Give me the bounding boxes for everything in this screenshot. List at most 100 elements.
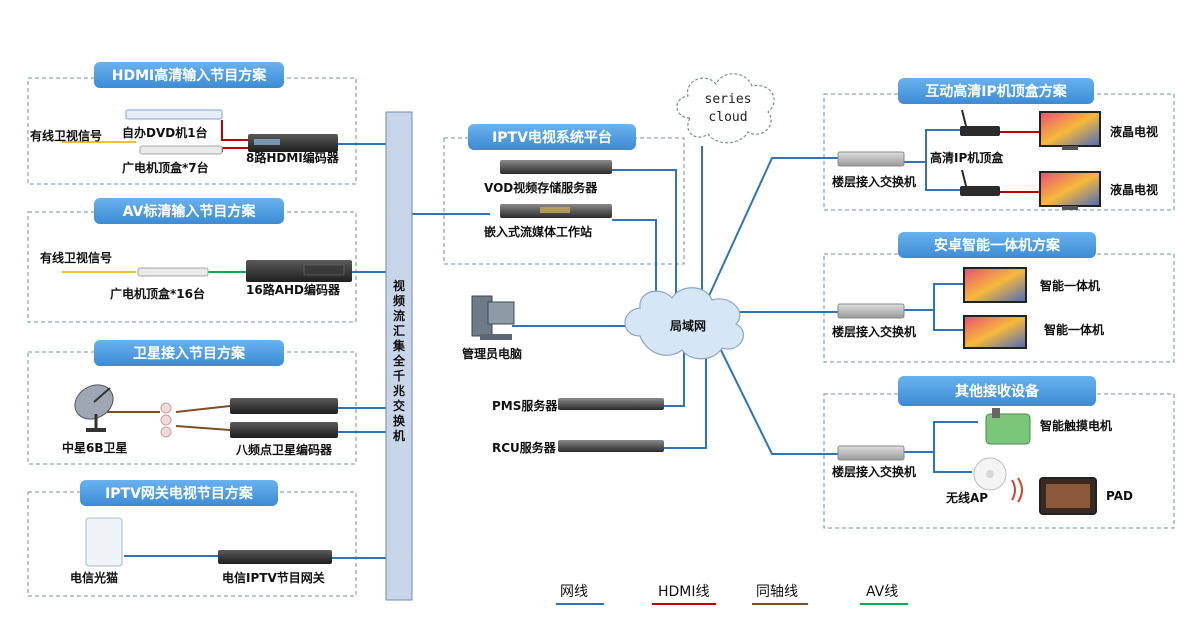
lan-to-switch-3 xyxy=(715,339,838,455)
rcu-server: RCU服务器 xyxy=(492,440,664,455)
core-switch-char: 集 xyxy=(392,338,406,353)
legend-network-label: 网线 xyxy=(560,584,588,600)
network-switch-icon xyxy=(837,151,905,167)
other-switch-label: 楼层接入交换机 xyxy=(832,464,916,479)
tv-icon xyxy=(963,315,1027,349)
tv2-label: 液晶电视 xyxy=(1110,182,1158,197)
rack-server-icon xyxy=(558,398,664,410)
sat-title: 卫星接入节目方案 xyxy=(133,345,246,362)
av-title-box xyxy=(94,198,284,224)
interactive-switch-label: 楼层接入交换机 xyxy=(832,174,916,189)
core-switch-label: 视频流汇集全千兆交换机 xyxy=(392,278,406,443)
platform-title-box xyxy=(468,124,636,150)
hdmi-devices: 有线卫视信号 自办DVD机1台 广电机顶盒*7台 8路HDMI编码器 xyxy=(30,109,340,175)
android-switch-label: 楼层接入交换机 xyxy=(832,324,916,339)
legend-hdmi-label: HDMI线 xyxy=(658,584,710,600)
router-icon xyxy=(960,169,1000,196)
sat-coax-3 xyxy=(175,425,231,431)
hdmi-encoder-label: 8路HDMI编码器 xyxy=(246,150,340,165)
other-title: 其他接收设备 xyxy=(955,383,1040,400)
core-switch: 视频流汇集全千兆交换机 xyxy=(385,111,413,601)
legend-coax-label: 同轴线 xyxy=(756,584,798,600)
lan-to-switch-1 xyxy=(707,157,838,299)
av-title: AV标清输入节目方案 xyxy=(123,203,257,220)
pc-icon xyxy=(471,295,515,340)
vod-server-icon xyxy=(500,160,612,174)
hdmi-title-box xyxy=(94,62,284,88)
sat-devices: 中星6B卫星 八频点卫星编码器 xyxy=(62,384,338,457)
encoder-panel xyxy=(254,139,280,145)
core-switch-char: 交 xyxy=(393,398,405,413)
iptvgw-devices: 电信光猫 电信IPTV节目网关 xyxy=(70,517,332,585)
iptv-gateway-icon xyxy=(218,550,332,564)
group-titles: HDMI高清输入节目方案 AV标清输入节目方案 卫星接入节目方案 IPTV网关电… xyxy=(80,62,1096,506)
ap-label: 无线AP xyxy=(945,490,988,505)
admin-pc: 管理员电脑 xyxy=(462,295,522,361)
admin-pc-label: 管理员电脑 xyxy=(462,346,522,361)
pad-label: PAD xyxy=(1106,489,1133,503)
interactive-title-box xyxy=(898,78,1094,104)
core-switch-char: 千 xyxy=(393,368,405,383)
hdmi-encoder-icon xyxy=(248,134,338,152)
iptvgw-title-box xyxy=(80,480,278,506)
interactive-title: 互动高清IP机顶盒方案 xyxy=(925,83,1067,100)
wifi-ap-icon xyxy=(973,457,1023,503)
sat-coax-1 xyxy=(107,404,160,413)
pms-to-lan xyxy=(664,350,685,407)
stream-label: 嵌入式流媒体工作站 xyxy=(484,224,592,239)
sat-encoder-label: 八频点卫星编码器 xyxy=(235,442,333,457)
core-switch-char: 机 xyxy=(393,428,405,443)
hdmi-stb-line xyxy=(221,147,248,152)
legend: 网线 HDMI线 同轴线 AV线 xyxy=(556,584,908,605)
other-title-box xyxy=(898,376,1096,406)
rack-server-icon xyxy=(558,440,664,452)
core-switch-char: 流 xyxy=(393,308,405,323)
platform-group-border xyxy=(443,137,685,265)
touch-label: 智能触摸电机 xyxy=(1039,418,1112,433)
pms-label: PMS服务器 xyxy=(492,398,558,413)
iptvgw-title: IPTV网关电视节目方案 xyxy=(105,485,254,502)
core-switch-char: 视 xyxy=(393,278,405,293)
pms-server: PMS服务器 xyxy=(492,398,664,413)
platform-title: IPTV电视系统平台 xyxy=(492,129,612,146)
sw2-to-aio2 xyxy=(933,310,964,331)
satellite-dish-icon xyxy=(74,384,114,432)
sat-title-box xyxy=(94,340,284,366)
hdmi-stb-label: 广电机顶盒*7台 xyxy=(122,160,209,175)
network-switch-icon xyxy=(837,445,905,461)
stream-to-lan xyxy=(612,219,657,306)
ip-stb-label: 高清IP机顶盒 xyxy=(930,150,1004,165)
sat-dish-label: 中星6B卫星 xyxy=(62,440,128,455)
splitter-icon xyxy=(160,402,172,438)
tv1-label: 液晶电视 xyxy=(1110,124,1158,139)
core-switch-char: 全 xyxy=(392,353,406,368)
encoder-ports xyxy=(303,264,345,276)
tv-icon xyxy=(1039,111,1101,150)
av-signal-label: 有线卫视信号 xyxy=(40,250,112,265)
core-switch-bar xyxy=(385,111,413,601)
hdmi-dvd-line xyxy=(221,120,248,141)
router-icon xyxy=(960,109,1000,136)
series-cloud-icon: series cloud xyxy=(676,73,775,144)
lan-cloud-icon: 局域网 xyxy=(624,287,744,360)
aio1-label: 智能一体机 xyxy=(1039,278,1100,293)
android-title-box xyxy=(898,232,1096,258)
rcu-to-lan xyxy=(664,350,707,449)
legend-av-label: AV线 xyxy=(866,584,898,600)
cloud-line-2: cloud xyxy=(708,110,747,125)
optical-modem-icon xyxy=(85,517,123,567)
gateway-label: 电信IPTV节目网关 xyxy=(222,570,325,585)
ahd-encoder-label: 16路AHD编码器 xyxy=(246,282,341,297)
rcu-label: RCU服务器 xyxy=(492,440,557,455)
cloud-line-1: series xyxy=(705,92,752,107)
touch-device-icon xyxy=(985,408,1031,445)
network-switch-icon xyxy=(837,303,905,319)
sw1-to-stb2 xyxy=(925,162,960,191)
modem-label: 电信光猫 xyxy=(70,570,118,585)
tablet-icon xyxy=(1039,477,1097,515)
platform-devices: VOD视频存储服务器 嵌入式流媒体工作站 xyxy=(484,160,612,239)
hdmi-title: HDMI高清输入节目方案 xyxy=(112,67,267,84)
sat-coax-2 xyxy=(175,405,231,413)
sat-encoder-2-icon xyxy=(230,422,338,438)
core-switch-char: 兆 xyxy=(393,383,405,398)
